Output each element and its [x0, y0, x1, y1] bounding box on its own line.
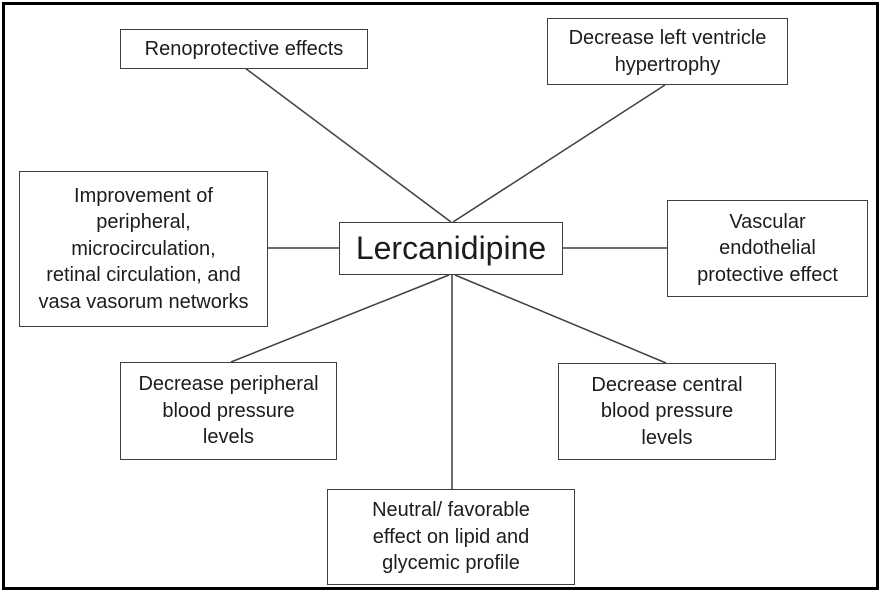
node-improvement-microcirculation: Improvement of peripheral, microcirculat…: [19, 171, 268, 327]
node-decrease-central-blood-pressure: Decrease central blood pressure levels: [558, 363, 776, 460]
connector-renoprotective: [244, 67, 452, 223]
node-neutral-favorable-lipid-glycemic: Neutral/ favorable effect on lipid and g…: [327, 489, 575, 585]
connector-peripheral-bp: [230, 274, 450, 363]
node-lercanidipine-center: Lercanidipine: [339, 222, 563, 275]
node-renoprotective-effects: Renoprotective effects: [120, 29, 368, 69]
node-vascular-endothelial-protective-effect: Vascular endothelial protective effect: [667, 200, 868, 297]
connector-central-bp: [454, 274, 667, 364]
node-decrease-left-ventricle-hypertrophy: Decrease left ventricle hypertrophy: [547, 18, 788, 85]
node-decrease-peripheral-blood-pressure: Decrease peripheral blood pressure level…: [120, 362, 337, 460]
connector-lv-hypertrophy: [452, 84, 666, 223]
